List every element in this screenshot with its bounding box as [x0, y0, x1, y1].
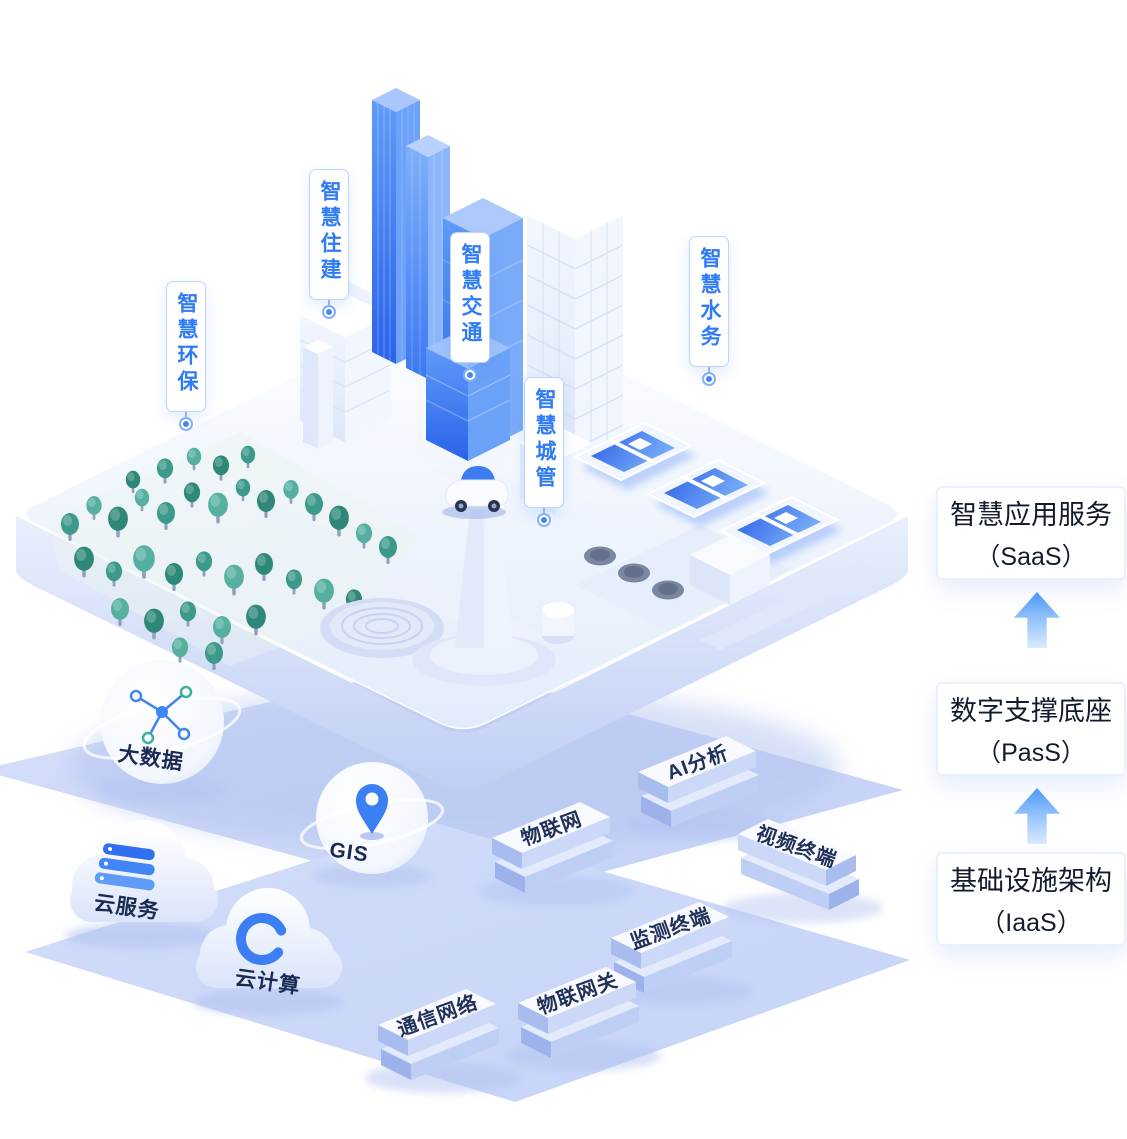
layer-panel-saas: 智慧应用服务 （SaaS）	[936, 486, 1126, 580]
industrial-area	[584, 535, 770, 605]
communication-network-slab	[365, 989, 521, 1093]
callout-box: 智慧水务	[689, 236, 729, 367]
callout-label: 智慧城管	[533, 388, 556, 492]
callout-dot	[704, 374, 714, 384]
callout-smart-housing: 智慧住建	[309, 169, 349, 317]
callout-dot	[181, 419, 191, 429]
monument-tower	[412, 488, 556, 686]
callout-smart-environment: 智慧环保	[166, 281, 206, 429]
cloud-service-cloud	[65, 820, 218, 949]
callout-line	[185, 412, 187, 419]
layer-panel-paas: 数字支撑底座 （PasS）	[936, 682, 1126, 776]
iaas-plane	[25, 822, 910, 1102]
network-icon	[129, 685, 193, 745]
callout-line	[543, 508, 545, 515]
callout-label: 智慧住建	[318, 180, 341, 284]
callout-label: 智慧水务	[698, 247, 721, 351]
layer-title: 基础设施架构	[950, 866, 1112, 896]
callout-line	[469, 363, 471, 370]
iot-gateway-slab	[505, 967, 661, 1071]
gis-globe	[299, 762, 445, 888]
iot-slab	[479, 802, 635, 906]
layer-subtitle: （PasS）	[976, 739, 1086, 767]
callout-smart-water: 智慧水务	[689, 236, 729, 384]
callout-line	[708, 367, 710, 374]
callout-dot	[324, 307, 334, 317]
callout-dot	[465, 370, 475, 380]
buildings	[299, 88, 624, 516]
cloud-computing-cloud	[193, 888, 343, 1015]
callout-label: 智慧环保	[175, 292, 198, 396]
callout-dot	[539, 515, 549, 525]
callout-smart-city-management: 智慧城管	[524, 377, 564, 525]
layer-title: 数字支撑底座	[950, 696, 1112, 726]
big-data-globe	[82, 660, 242, 804]
round-pond	[320, 598, 444, 658]
car	[442, 466, 509, 519]
white-small-tower	[303, 340, 333, 449]
video-terminal-slab	[723, 819, 883, 923]
callout-box: 智慧环保	[166, 281, 206, 412]
server-stack-icon	[94, 843, 155, 891]
location-pin-icon	[356, 784, 388, 840]
ai-analysis-slab	[625, 736, 781, 840]
cloud-compute-icon	[236, 913, 287, 965]
callout-box: 智慧交通	[450, 232, 490, 363]
callout-box: 智慧住建	[309, 169, 349, 300]
callout-line	[328, 300, 330, 307]
trees	[48, 432, 420, 670]
layer-subtitle: （SaaS）	[975, 543, 1087, 571]
small-tank	[542, 602, 574, 644]
callout-box: 智慧城管	[524, 377, 564, 508]
layer-subtitle: （IaaS）	[980, 909, 1082, 937]
monitoring-terminal-slab	[598, 902, 754, 1006]
layer-panel-iaas: 基础设施架构 （IaaS）	[936, 852, 1126, 946]
layer-title: 智慧应用服务	[950, 500, 1112, 530]
callout-label: 智慧交通	[459, 243, 482, 347]
callout-smart-traffic: 智慧交通	[450, 232, 490, 380]
